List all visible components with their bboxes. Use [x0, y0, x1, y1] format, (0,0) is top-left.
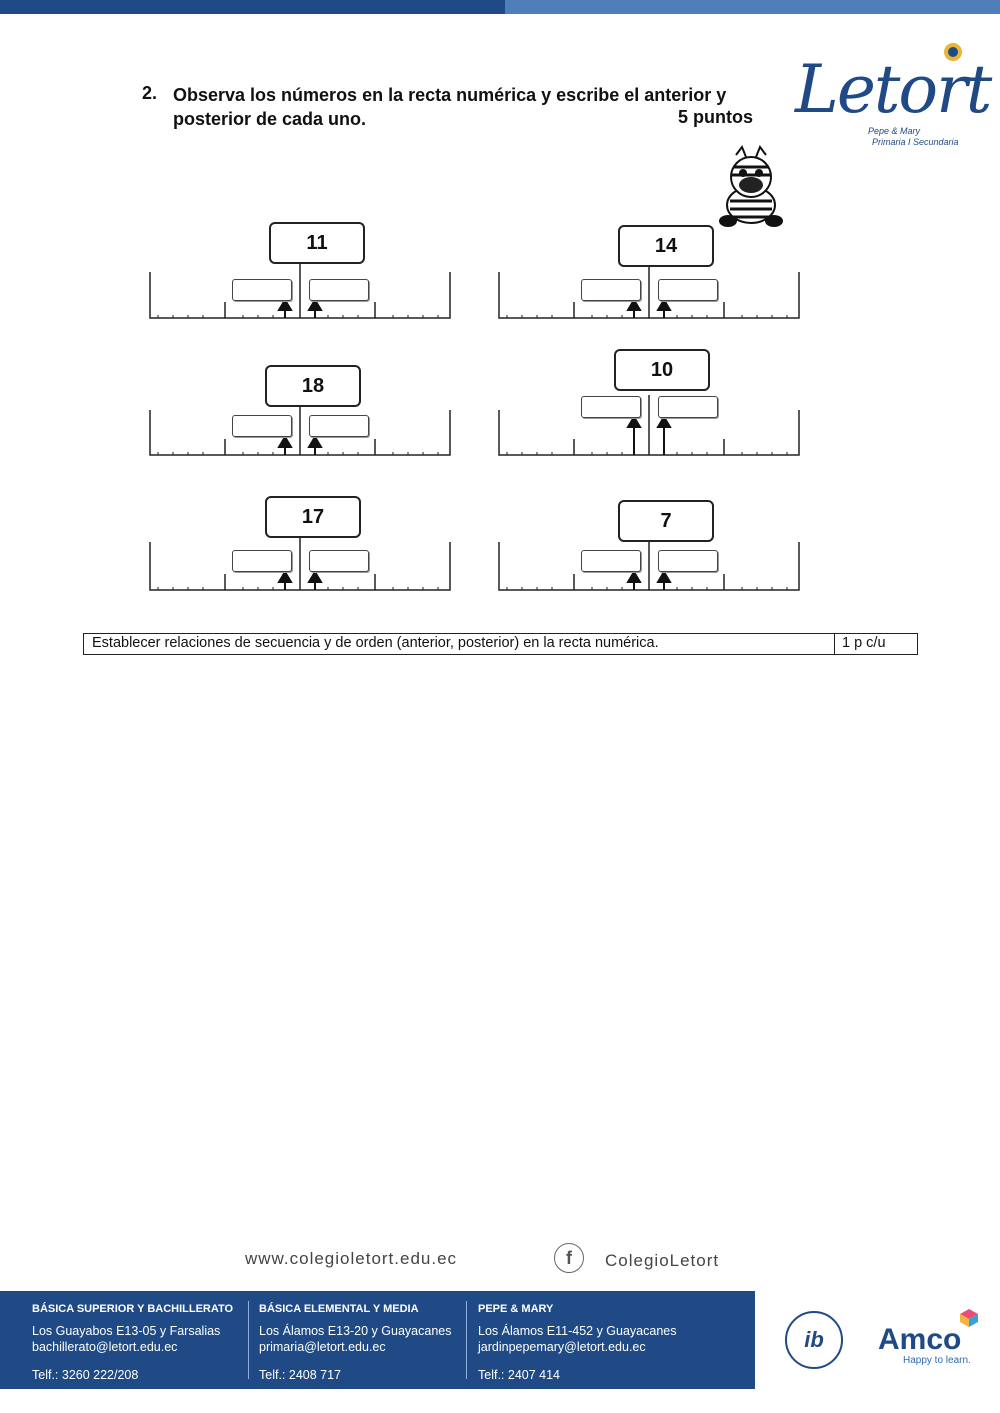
footer-phone: Telf.: 3260 222/208: [32, 1368, 139, 1382]
question-text: Observa los números en la recta numérica…: [173, 85, 727, 129]
letort-logo: Letort Pepe & Mary Primaria I Secundaria: [790, 40, 992, 155]
ib-logo: ib: [785, 1311, 843, 1369]
number-line-exercise: 18: [148, 365, 453, 465]
footer-column: PEPE & MARY Los Álamos E11-452 y Guayaca…: [478, 1301, 748, 1382]
answer-box-posterior[interactable]: [658, 396, 718, 418]
footer-address: Los Álamos E11-452 y Guayacanes: [478, 1324, 677, 1338]
number-line-graphic: [498, 395, 800, 456]
amco-tagline: Happy to learn.: [903, 1355, 971, 1366]
footer-email[interactable]: bachillerato@letort.edu.ec: [32, 1340, 178, 1354]
question-number: 2.: [142, 83, 158, 103]
criteria-table: Establecer relaciones de secuencia y de …: [83, 633, 918, 655]
logo-subtitle-2: Primaria I Secundaria: [872, 137, 959, 147]
number-line-graphic: [498, 257, 800, 319]
answer-box-anterior[interactable]: [232, 279, 292, 301]
question-points: 5 puntos: [678, 107, 753, 127]
answer-box-anterior[interactable]: [232, 415, 292, 437]
zebra-mascot-illustration: [716, 143, 786, 228]
number-line-graphic: [498, 536, 800, 591]
number-line-exercise: 17: [148, 496, 453, 596]
amco-cube-icon: [960, 1309, 978, 1327]
footer-column-title: PEPE & MARY: [478, 1303, 554, 1315]
amco-logo: Amco: [878, 1323, 962, 1356]
answer-box-posterior[interactable]: [309, 415, 369, 437]
answer-box-anterior[interactable]: [581, 550, 641, 572]
facebook-name[interactable]: ColegioLetort: [605, 1251, 720, 1270]
number-box: 18: [265, 365, 361, 407]
footer-phone: Telf.: 2408 717: [259, 1368, 342, 1382]
answer-box-anterior[interactable]: [581, 396, 641, 418]
footer-address: Los Álamos E13-20 y Guayacanes: [259, 1324, 452, 1338]
footer-address: Los Guayabos E13-05 y Farsalias: [32, 1324, 221, 1338]
footer-email[interactable]: primaria@letort.edu.ec: [259, 1340, 386, 1354]
footer-email[interactable]: jardinpepemary@letort.edu.ec: [478, 1340, 646, 1354]
answer-box-anterior[interactable]: [232, 550, 292, 572]
number-line-exercise: 7: [497, 500, 802, 600]
footer-logos: ib Amco Happy to learn.: [755, 1291, 1000, 1389]
website-link[interactable]: www.colegioletort.edu.ec: [245, 1249, 458, 1268]
footer-column-title: BÁSICA ELEMENTAL Y MEDIA: [259, 1303, 419, 1315]
number-line-graphic: [149, 257, 451, 319]
number-line-exercise: 14: [497, 225, 802, 325]
footer-phone: Telf.: 2407 414: [478, 1368, 561, 1382]
footer-column: BÁSICA ELEMENTAL Y MEDIA Los Álamos E13-…: [259, 1301, 459, 1382]
logo-word: Letort: [795, 51, 992, 128]
number-box: 14: [618, 225, 714, 267]
answer-box-anterior[interactable]: [581, 279, 641, 301]
number-box: 17: [265, 496, 361, 538]
answer-box-posterior[interactable]: [658, 550, 718, 572]
number-line-graphic: [149, 395, 451, 456]
facebook-icon[interactable]: f: [554, 1243, 584, 1273]
answer-box-posterior[interactable]: [309, 550, 369, 572]
number-box: 10: [614, 349, 710, 391]
number-box: 7: [618, 500, 714, 542]
answer-box-posterior[interactable]: [658, 279, 718, 301]
top-color-bar: [0, 0, 1000, 14]
footer-column-title: BÁSICA SUPERIOR Y BACHILLERATO: [32, 1303, 234, 1315]
number-line-exercise: 10: [497, 349, 802, 456]
footer-column: BÁSICA SUPERIOR Y BACHILLERATO Los Guaya…: [32, 1301, 242, 1382]
number-line-exercise: 11: [148, 222, 453, 322]
number-box: 11: [269, 222, 365, 264]
logo-subtitle-1: Pepe & Mary: [868, 126, 921, 136]
criteria-text: Establecer relaciones de secuencia y de …: [92, 635, 659, 651]
criteria-points: 1 p c/u: [842, 635, 886, 651]
answer-box-posterior[interactable]: [309, 279, 369, 301]
footer-contact-bar: BÁSICA SUPERIOR Y BACHILLERATO Los Guaya…: [0, 1291, 755, 1389]
number-line-graphic: [149, 536, 451, 591]
